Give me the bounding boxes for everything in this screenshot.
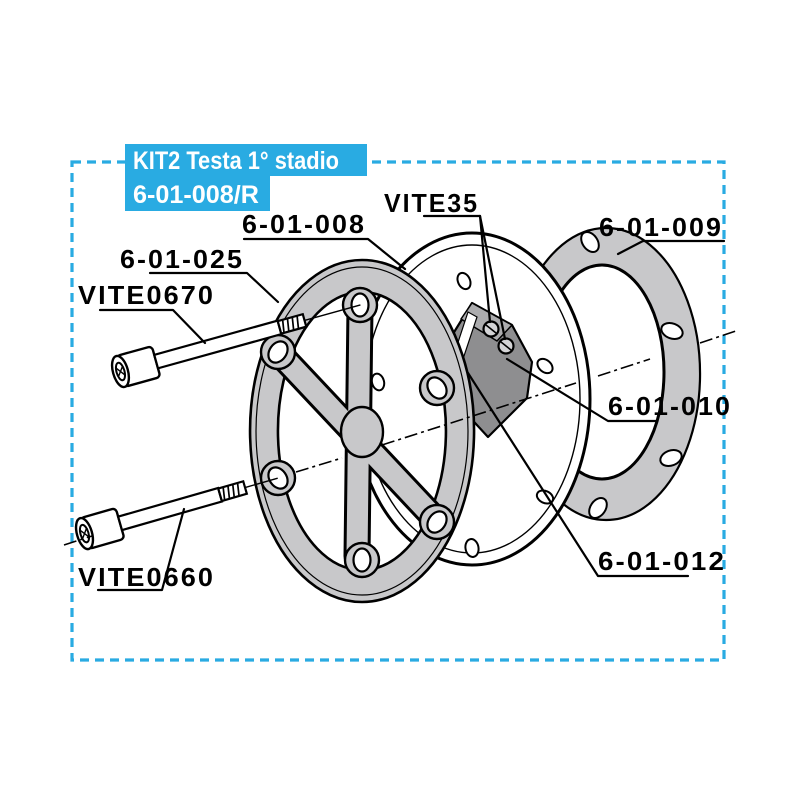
leader-bolt-short bbox=[96, 507, 186, 592]
leader-reed-valve bbox=[466, 371, 690, 578]
head-cover-drawing bbox=[248, 258, 476, 604]
cover-bolt-holes bbox=[267, 292, 448, 573]
kit-title-box: KIT2 Testa 1° stadio 6-01-008/R bbox=[125, 144, 367, 211]
label-reed-valve: 6-01-012 bbox=[598, 546, 726, 576]
cover-hub bbox=[339, 405, 385, 459]
label-bolt-long: VITE0670 bbox=[78, 280, 215, 310]
leader-lines bbox=[96, 214, 726, 592]
head-face-holes bbox=[370, 271, 555, 558]
kit-title-box-row2 bbox=[125, 176, 270, 211]
label-gasket: 6-01-009 bbox=[599, 212, 723, 242]
bolt-short-drawing bbox=[74, 477, 278, 551]
leader-head bbox=[242, 237, 407, 271]
label-valve-plate: 6-01-010 bbox=[608, 391, 732, 421]
label-head: 6-01-008 bbox=[242, 209, 366, 239]
label-valve-screws: VITE35 bbox=[384, 188, 479, 218]
leader-gasket bbox=[616, 239, 726, 256]
label-bolt-short: VITE0660 bbox=[78, 562, 215, 592]
kit-title-line1: KIT2 Testa 1° stadio bbox=[133, 147, 339, 175]
kit-title-line2: 6-01-008/R bbox=[133, 181, 259, 209]
center-axis-line bbox=[63, 330, 737, 546]
kit-boundary-frame bbox=[70, 160, 726, 662]
bolt-long-drawing bbox=[110, 304, 361, 389]
label-cover: 6-01-025 bbox=[120, 244, 244, 274]
leader-bolt-long bbox=[98, 308, 207, 345]
leader-screw-2 bbox=[478, 214, 507, 341]
leader-screw-1 bbox=[478, 214, 492, 324]
bolt-threads bbox=[281, 316, 300, 333]
leader-valve-plate bbox=[505, 357, 658, 423]
bolt-centerline bbox=[244, 477, 278, 489]
leader-cover bbox=[148, 271, 280, 304]
bolt-centerline bbox=[304, 304, 361, 322]
bolt-threads bbox=[222, 483, 240, 500]
gasket-drawing bbox=[510, 226, 702, 522]
cover-cross-ribs bbox=[264, 293, 451, 570]
gasket-bolt-holes bbox=[580, 231, 684, 519]
kit-title-box-row1 bbox=[125, 144, 367, 176]
